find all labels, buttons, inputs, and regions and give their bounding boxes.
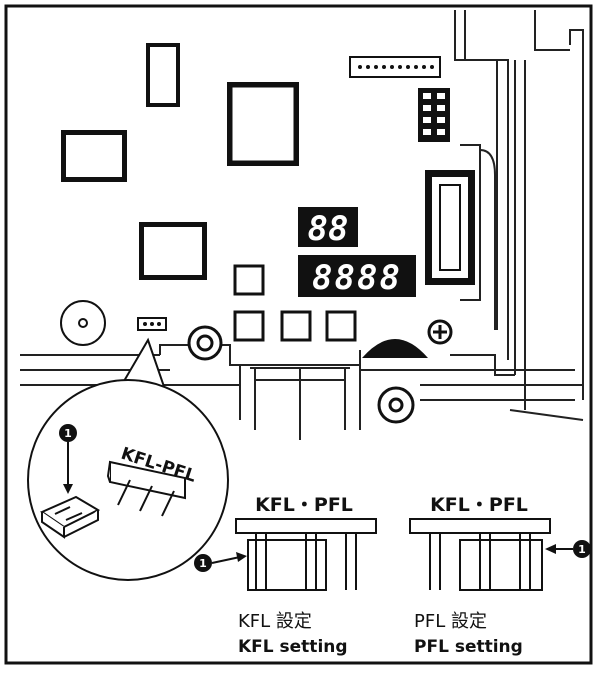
callout-marker-1-kfl: 1 xyxy=(194,552,247,572)
pfl-setting-en: PFL setting xyxy=(414,637,523,657)
ic-chip-lower xyxy=(139,222,207,280)
seven-segment-display-small: 88 xyxy=(298,207,358,249)
mounting-screw-left xyxy=(187,325,223,361)
kfl-setting-en: KFL setting xyxy=(238,637,348,657)
ic-chip-tall xyxy=(146,43,180,107)
square-pads xyxy=(233,264,357,342)
ic-chip-left xyxy=(61,130,127,182)
header-connector-top xyxy=(349,56,441,78)
display-small-digits: 88 xyxy=(308,209,349,249)
display-large-digits: 8888 xyxy=(312,258,402,298)
seven-segment-display-large: 8888 xyxy=(298,255,416,298)
callout-marker-1: 1 xyxy=(59,424,77,494)
dome-component xyxy=(362,339,428,358)
pfl-setting-jp: PFL 設定 xyxy=(414,611,487,632)
callout-number-label: 1 xyxy=(578,543,586,556)
kfl-header-label: KFL・PFL xyxy=(255,494,353,516)
jumper-cap-icon xyxy=(39,495,101,539)
callout-marker-1-pfl: 1 xyxy=(545,540,591,558)
round-component xyxy=(60,300,106,346)
ic-chip-large xyxy=(227,82,299,166)
slot-connector xyxy=(425,170,475,285)
kfl-setting-jp: KFL 設定 xyxy=(238,611,312,632)
jumper-location-on-board xyxy=(137,317,167,331)
callout-number-label: 1 xyxy=(64,427,72,440)
pfl-header-label: KFL・PFL xyxy=(430,494,528,516)
mounting-screw-right xyxy=(427,319,453,345)
kfl-setting-diagram: KFL・PFL 1 KFL 設定 KFL setting xyxy=(194,494,377,657)
callout-number-label: 1 xyxy=(199,557,207,570)
pfl-setting-diagram: KFL・PFL 1 PFL 設定 PFL setting xyxy=(409,494,591,657)
pin-header-right xyxy=(418,88,450,142)
mounting-screw-bottom xyxy=(377,386,415,424)
pin-header-zoom xyxy=(106,460,186,517)
